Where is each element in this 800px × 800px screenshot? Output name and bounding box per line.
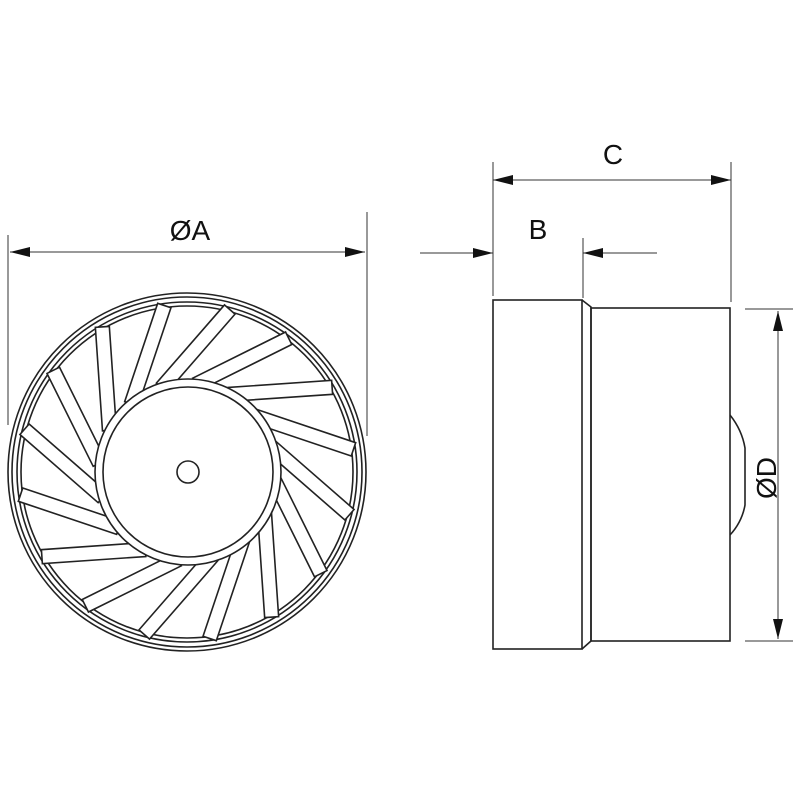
front-collar <box>492 299 583 650</box>
label-diameter-d: ØD <box>751 457 782 499</box>
side-view <box>492 299 746 650</box>
collar-step <box>581 299 592 650</box>
front-view <box>7 292 367 652</box>
label-c: C <box>603 139 623 170</box>
label-b: B <box>529 214 548 245</box>
grille-ring-inner <box>20 305 354 639</box>
hub-outer <box>94 378 282 566</box>
outer-rim <box>7 292 367 652</box>
hub-inner <box>102 386 274 558</box>
dimension-d: ØD <box>745 308 793 642</box>
dimension-b: B <box>420 214 657 298</box>
grille-ring <box>16 301 358 643</box>
rim-inner-edge <box>11 296 363 648</box>
shaft-circle <box>176 460 200 484</box>
dimension-c: C <box>492 139 732 302</box>
blade <box>94 325 118 432</box>
label-diameter-a: ØA <box>170 215 211 246</box>
body <box>590 307 731 642</box>
blades <box>17 302 357 642</box>
dimension-a: ØA <box>7 212 368 436</box>
motor-bulge <box>729 414 746 536</box>
